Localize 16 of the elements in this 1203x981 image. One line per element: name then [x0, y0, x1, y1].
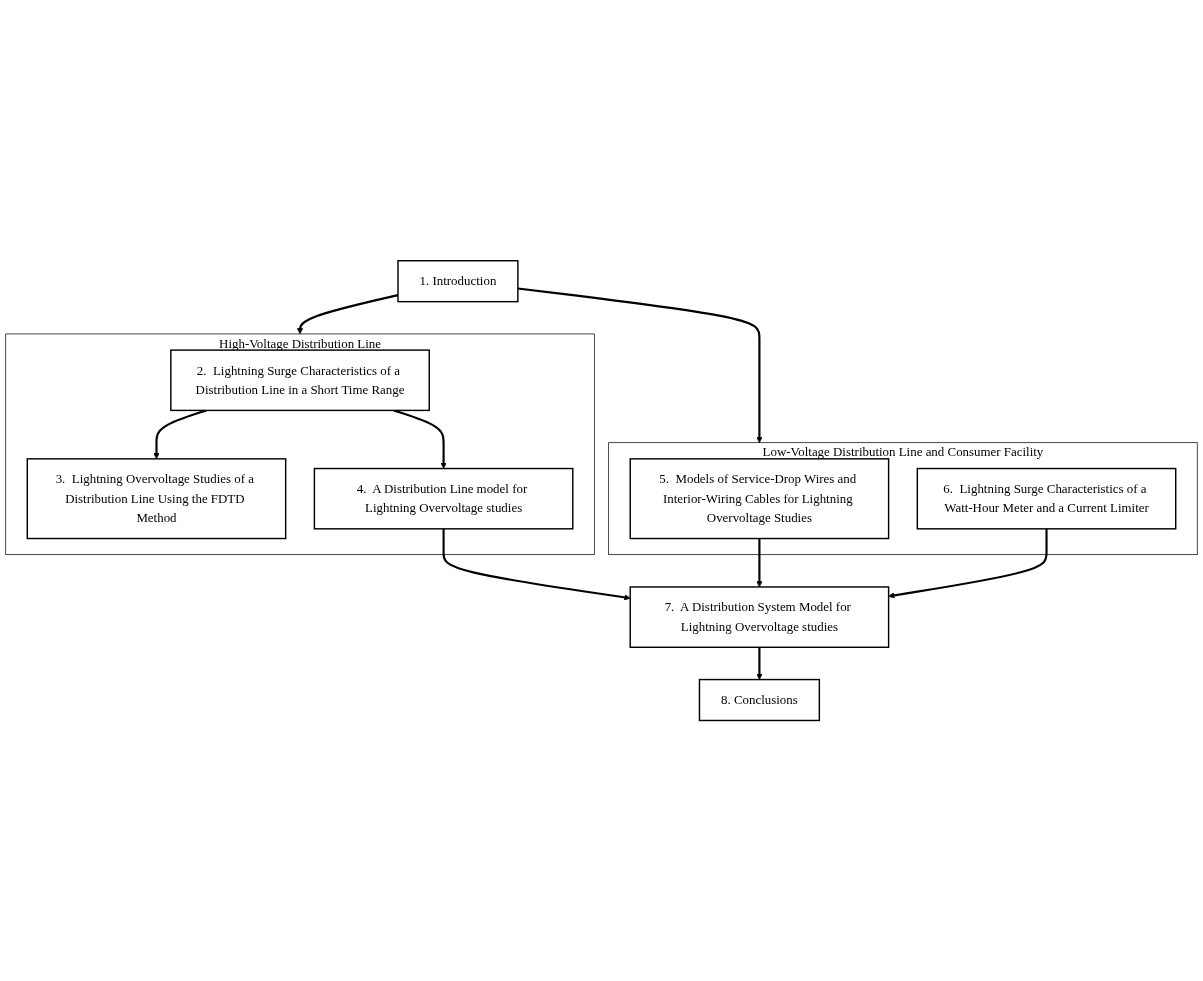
arrow	[517, 287, 763, 443]
arrow	[888, 528, 1048, 599]
node-box: 6. Lightning Surge Characteristics of a Watt-Hour Meter and a Current Limiter	[916, 467, 1177, 530]
arrow	[756, 647, 763, 680]
arrow	[393, 409, 447, 469]
node-box: 7. A Distribution System Model for Lightning Overvoltage studies	[629, 586, 890, 648]
node-box: 8. Conclusions	[698, 678, 821, 722]
arrow	[442, 528, 631, 601]
node-box: 3. Lightning Overvoltage Studies of a Distribution Line Using the FDTD Method	[26, 458, 287, 540]
arrow	[296, 293, 399, 335]
arrow	[153, 409, 207, 460]
node-box: 5. Models of Service-Drop Wires and Interior-Wiring Cables for Lightning Overvoltage Studies	[629, 458, 890, 540]
node-box: 2. Lightning Surge Characteristics of a Distribution Line in a Short Time Range	[170, 349, 430, 411]
node-box: 1. Introduction	[397, 259, 519, 303]
arrow	[756, 538, 763, 588]
node-box: 4. A Distribution Line model for Lightning Overvoltage studies	[313, 467, 574, 530]
